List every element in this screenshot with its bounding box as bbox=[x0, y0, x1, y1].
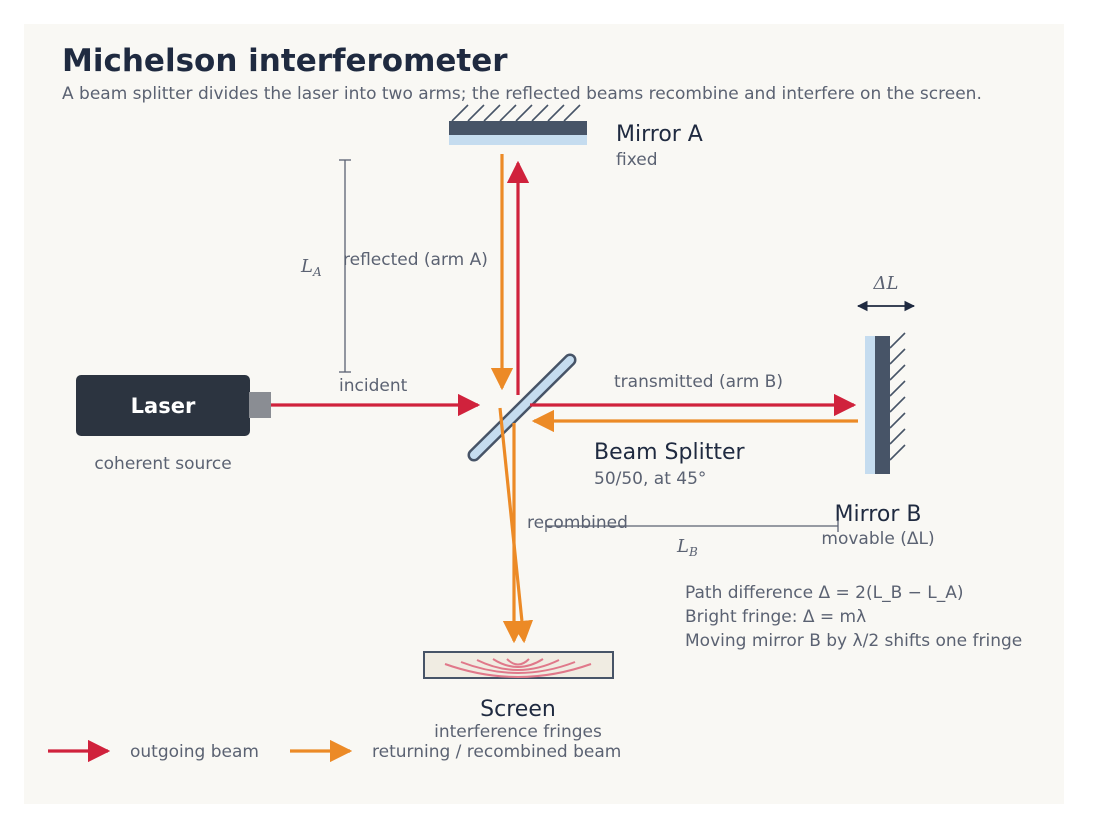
delta-l-label: ΔL bbox=[873, 273, 899, 294]
beam-splitter-caption: 50/50, at 45° bbox=[594, 469, 706, 489]
mirror-a-hatching bbox=[451, 104, 581, 122]
interference-fringes bbox=[444, 658, 592, 678]
mirror-b-hatching bbox=[889, 332, 906, 461]
screen bbox=[423, 651, 614, 679]
note-path-difference: Path difference Δ = 2(L_B − L_A) bbox=[685, 583, 964, 603]
screen-caption: interference fringes bbox=[434, 722, 602, 742]
legend-returning-label: returning / recombined beam bbox=[372, 742, 621, 762]
beam-label-transmitted: transmitted (arm B) bbox=[614, 372, 783, 392]
beam-label-incident: incident bbox=[339, 376, 408, 396]
la-dimension-line bbox=[339, 159, 351, 373]
laser-label: Laser bbox=[131, 394, 196, 418]
lb-dimension-line bbox=[545, 520, 839, 532]
note-fringe-shift: Moving mirror B by λ/2 shifts one fringe bbox=[685, 631, 1022, 651]
laser bbox=[76, 375, 271, 436]
beam-splitter bbox=[467, 353, 577, 462]
beam-recombined-a bbox=[498, 407, 534, 644]
lb-label: LB bbox=[676, 536, 698, 559]
legend-outgoing-label: outgoing beam bbox=[130, 742, 259, 762]
mirror-b bbox=[865, 332, 906, 474]
screen-label: Screen bbox=[480, 697, 556, 722]
beam-splitter-label: Beam Splitter bbox=[594, 440, 745, 465]
page-subtitle: A beam splitter divides the laser into t… bbox=[62, 84, 982, 104]
la-label: LA bbox=[300, 256, 322, 279]
page-title: Michelson interferometer bbox=[62, 43, 508, 79]
mirror-b-label: Mirror B bbox=[835, 502, 922, 527]
mirror-a bbox=[449, 104, 587, 145]
legend: outgoing beam returning / recombined bea… bbox=[48, 739, 621, 763]
beam-label-reflected: reflected (arm A) bbox=[343, 250, 488, 270]
beam-label-recombined: recombined bbox=[527, 513, 628, 533]
laser-caption: coherent source bbox=[94, 454, 231, 474]
note-bright-fringe: Bright fringe: Δ = mλ bbox=[685, 607, 866, 627]
mirror-a-caption: fixed bbox=[616, 150, 658, 170]
mirror-b-caption: movable (ΔL) bbox=[821, 529, 934, 549]
mirror-a-label: Mirror A bbox=[616, 122, 703, 147]
